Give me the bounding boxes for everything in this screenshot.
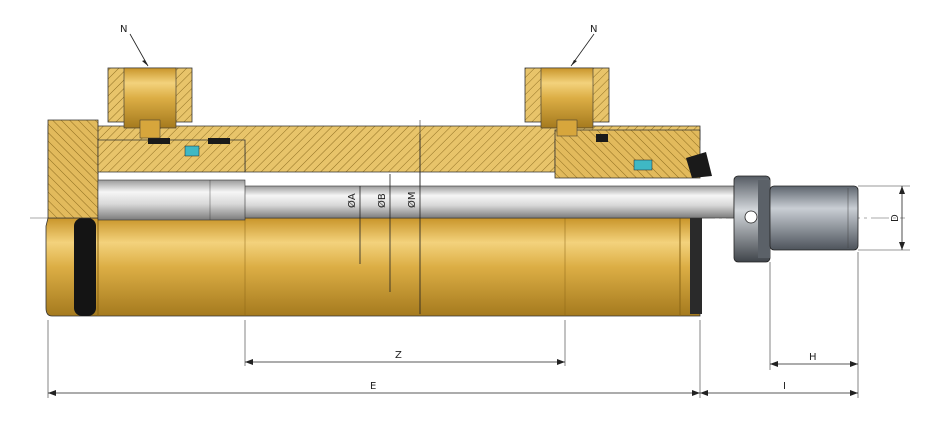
port-right-label: N: [590, 24, 597, 35]
gland-o-ring: [596, 134, 608, 142]
piston-seal: [184, 145, 200, 157]
gland-section: [554, 129, 701, 179]
port-left-label: N: [120, 24, 127, 35]
dimension-d: D: [858, 185, 910, 251]
rod-seal: [633, 159, 653, 171]
cylinder-body-outside: [45, 217, 702, 317]
cross-hole: [744, 210, 758, 224]
dia-b-label: ØB: [376, 193, 388, 208]
rod-end-thread: [769, 185, 859, 251]
piston-section: [97, 139, 246, 173]
dim-h-label: H: [809, 352, 817, 363]
dimension-z: Z: [244, 320, 566, 366]
wear-band: [148, 138, 170, 144]
port-left: [107, 67, 193, 139]
end-cap-section: [47, 119, 99, 219]
dia-a-label: ØA: [346, 193, 358, 208]
dimension-i: I: [700, 381, 858, 396]
end-seal-ring: [74, 218, 96, 316]
wiper-seal: [686, 152, 712, 178]
dim-z-label: Z: [395, 350, 402, 361]
dia-m-label: ØM: [406, 192, 418, 209]
dimension-e: E: [47, 320, 701, 398]
wear-band: [208, 138, 230, 144]
rod-end-collar: [733, 175, 771, 263]
gland-seal-ring: [690, 218, 702, 314]
dim-i-label: I: [783, 381, 786, 392]
port-right: [524, 67, 610, 137]
dim-d-label: D: [890, 214, 901, 222]
piston-rod: [97, 179, 735, 221]
dimension-h: H: [769, 252, 859, 398]
dim-e-label: E: [370, 381, 376, 392]
